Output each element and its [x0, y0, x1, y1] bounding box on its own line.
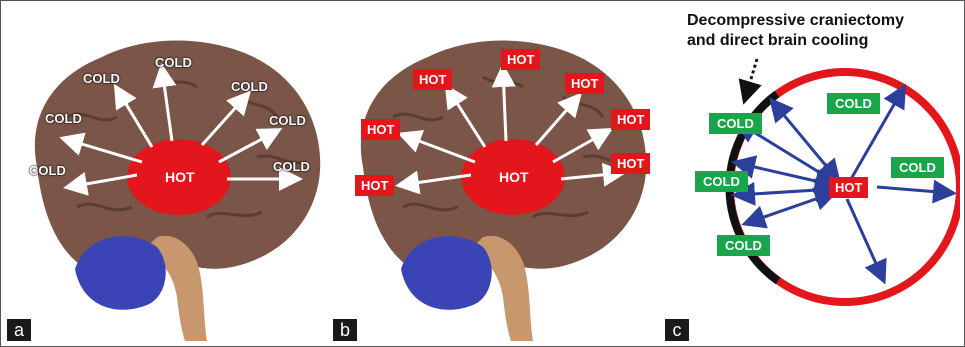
- cold-label: COLD: [83, 71, 120, 86]
- panel-c-title-line1: Decompressive craniectomy: [687, 11, 904, 31]
- hot-label-box: HOT: [355, 175, 394, 196]
- panel-a: COLD COLD COLD COLD COLD COLD COLD HOT a: [7, 7, 330, 341]
- hot-label-box: HOT: [413, 69, 452, 90]
- hot-label-box: HOT: [565, 73, 604, 94]
- center-hot-label: HOT: [165, 169, 195, 185]
- panel-b: HOT HOT HOT HOT HOT HOT HOT HOT b: [333, 7, 660, 341]
- cold-label: COLD: [45, 111, 82, 126]
- cold-label-box: COLD: [717, 235, 770, 256]
- panel-letter-b: b: [333, 319, 357, 341]
- panel-c-title-line2: and direct brain cooling: [687, 31, 868, 51]
- hot-label-box: HOT: [611, 109, 650, 130]
- cold-label: COLD: [231, 79, 268, 94]
- cold-label-box: COLD: [891, 157, 944, 178]
- hot-label-box: HOT: [501, 49, 540, 70]
- panel-letter-a: a: [7, 319, 31, 341]
- panel-letter-c: c: [665, 319, 689, 341]
- cold-label: COLD: [155, 55, 192, 70]
- cold-label-box: COLD: [827, 93, 880, 114]
- cold-label-box: COLD: [695, 171, 748, 192]
- brain-illustration-b: [333, 7, 660, 341]
- cold-label: COLD: [269, 113, 306, 128]
- cold-label: COLD: [29, 163, 66, 178]
- cold-label-box: COLD: [709, 113, 762, 134]
- cold-label: COLD: [273, 159, 310, 174]
- hot-label-box: HOT: [611, 153, 650, 174]
- center-hot-label-box: HOT: [829, 177, 868, 198]
- hot-label-box: HOT: [361, 119, 400, 140]
- center-hot-label: HOT: [499, 169, 529, 185]
- panel-c: Decompressive craniectomy and direct bra…: [665, 7, 960, 341]
